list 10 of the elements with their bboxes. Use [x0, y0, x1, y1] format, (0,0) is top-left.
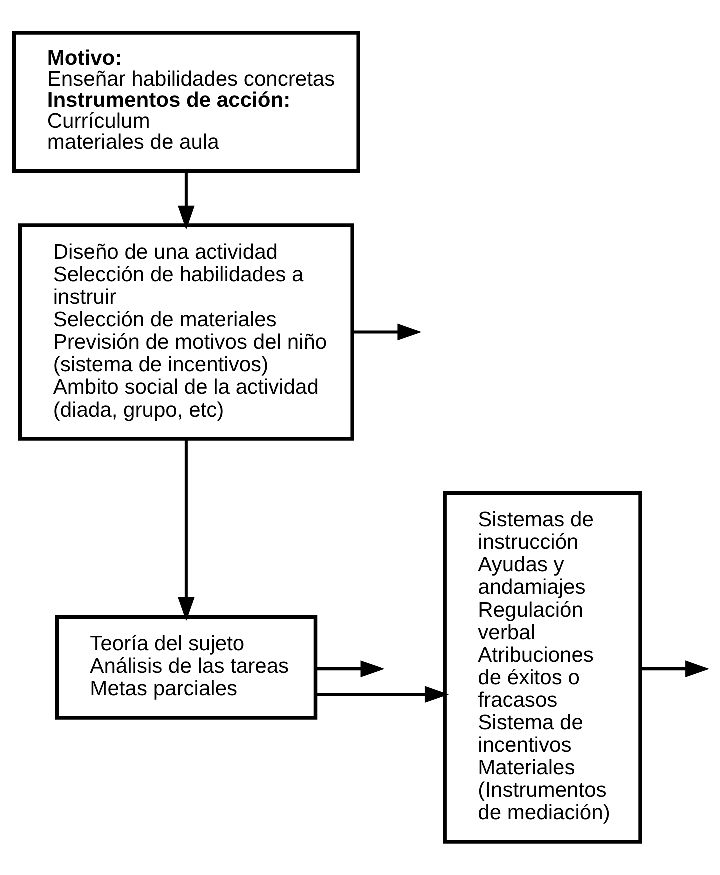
arrow	[178, 172, 195, 230]
node-box: Motivo: Enseñar habilidades concretas Instrumentos de acción: Currículum materiales de aula	[12, 31, 360, 174]
arrow	[316, 660, 385, 678]
arrow	[352, 324, 422, 341]
arrow	[178, 439, 195, 622]
node-box: Diseño de una actividad Selección de habilidades a instruir Selección de materiales Previsión de motivos del niño (sistema de incentivos) Ambito social de la actividad (diada, grupo, etc)	[18, 224, 354, 441]
arrow	[640, 660, 710, 678]
node-box: Sistemas de instrucción Ayudas y andamiajes Regulación verbal Atribuciones de éxitos o fracasos Sistema de incentivos Materiales (Instrumentos de mediación)	[443, 491, 642, 844]
node-box: Teoría del sujeto Análisis de las tareas Metas parciales	[55, 615, 318, 720]
arrow	[316, 686, 450, 704]
